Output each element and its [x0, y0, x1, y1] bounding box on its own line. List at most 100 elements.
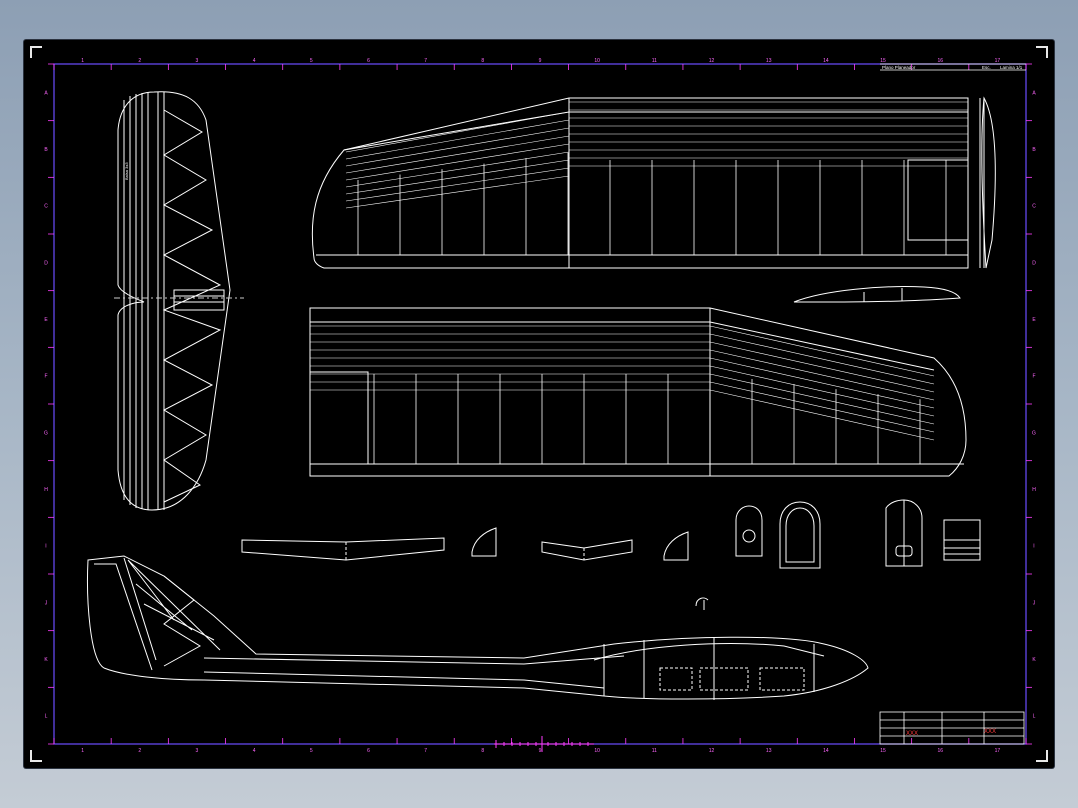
airfoil-outline: [793, 286, 961, 303]
ruler-number: 5: [310, 748, 313, 754]
fin-rib-part-2: [663, 531, 689, 561]
ruler-letter: K: [44, 657, 48, 663]
ruler-letter: F: [1032, 374, 1035, 380]
sheeting-line: [345, 143, 570, 181]
former-f2-inner: [785, 507, 815, 563]
tow-hook: [695, 597, 709, 610]
stabilizer-leading-strips: [123, 92, 149, 510]
sheeting-line: [709, 325, 935, 377]
ruler-number: 16: [937, 58, 943, 64]
ruler-number: 17: [995, 58, 1001, 64]
fuselage-side-view: [87, 555, 869, 700]
ruler-letter: F: [44, 374, 47, 380]
ruler-letter: H: [44, 487, 48, 493]
ruler-number: 8: [481, 58, 484, 64]
fuselage-formers: [603, 638, 815, 700]
wing-top-ribs: [357, 152, 947, 255]
wing-tip-end-view-lines: [979, 98, 985, 268]
ruler-number: 10: [594, 58, 600, 64]
drawing-code: XXX: [906, 731, 918, 737]
wing-top-tip-block: [907, 159, 969, 241]
sheeting-line: [345, 151, 570, 188]
stabilizer-spar: [157, 92, 165, 510]
sheeting-line: [709, 389, 935, 441]
sheeting-line: [345, 175, 570, 209]
cad-crosshair-cursor: [494, 736, 594, 752]
dihedral-gauge-2: [541, 539, 633, 561]
ruler-letter: E: [44, 317, 48, 323]
title-top-right-value: Lamina 1/1: [1000, 65, 1023, 70]
ruler-letter: D: [44, 260, 48, 266]
ruler-letter: A: [1032, 90, 1036, 96]
sheeting-line: [709, 381, 935, 433]
ruler-letter: G: [1032, 430, 1036, 436]
ruler-number: 3: [196, 748, 199, 754]
ruler-number: 1: [81, 748, 84, 754]
ruler-letter: G: [44, 430, 48, 436]
wing-bottom-outline: [309, 307, 967, 477]
ruler-number: 6: [367, 58, 370, 64]
wing-bottom-leading-sheet: [310, 321, 935, 371]
ruler-letter: B: [1032, 147, 1036, 153]
stabilizer-center-joiner: [173, 289, 225, 311]
ruler-number: 9: [539, 748, 542, 754]
top-ruler-ticks: [53, 64, 1027, 744]
ruler-number: 14: [823, 58, 829, 64]
sheeting-line: [345, 119, 570, 160]
ruler-number: 12: [709, 58, 715, 64]
sheeting-line: [709, 365, 935, 417]
top-ruler-numbers: 1122334455667788991010111112121313141415…: [81, 58, 1000, 754]
sheet-code: XXX: [984, 729, 996, 735]
viewport-corner-marker: [1036, 750, 1048, 762]
former-f2: [779, 501, 821, 569]
ruler-number: 14: [823, 748, 829, 754]
sheeting-line: [709, 373, 935, 425]
ballast-box-2: [699, 667, 749, 691]
fuselage-bottom-longeron: [203, 671, 605, 689]
sheeting-line: [709, 341, 935, 393]
fin-ribs: [127, 559, 221, 651]
ruler-number: 12: [709, 748, 715, 754]
airfoil-spars: [863, 288, 903, 302]
wing-top-sheeting-lines: [345, 101, 968, 209]
stabilizer-top-view: Balsa 3x3: [114, 91, 244, 511]
title-top-right-label: Esc.: [982, 65, 991, 70]
title-block: [879, 63, 1026, 745]
ruler-letter: E: [1032, 317, 1036, 323]
ruler-letter: J: [45, 600, 48, 606]
ruler-letter: B: [44, 147, 48, 153]
svg-text:Balsa 3x3: Balsa 3x3: [124, 162, 129, 180]
ruler-letter: A: [44, 90, 48, 96]
wing-bottom-sheeting-lines: [310, 325, 935, 441]
fin-rib-part-1: [471, 527, 497, 557]
sheeting-line: [345, 111, 570, 153]
ruler-letter: L: [45, 714, 48, 720]
viewport-corner-marker: [1036, 46, 1048, 58]
former-f1: [735, 505, 763, 557]
ruler-number: 4: [253, 748, 256, 754]
ruler-number: 1: [81, 58, 84, 64]
stabilizer-outline: [117, 91, 231, 511]
wing-tip-end-view: [981, 96, 996, 269]
dihedral-gauge-1: [241, 537, 445, 561]
former-f3-slot: [895, 545, 913, 557]
wing-bottom-ribs: [373, 374, 921, 464]
sheeting-line: [345, 159, 570, 195]
wing-top-outline: [311, 97, 969, 269]
stabilizer-warren-truss: [162, 109, 222, 503]
sheeting-line: [345, 167, 570, 202]
ruler-number: 2: [138, 748, 141, 754]
ruler-number: 15: [880, 748, 886, 754]
ruler-letter: I: [1033, 544, 1034, 550]
ruler-number: 4: [253, 58, 256, 64]
ruler-letter: C: [1032, 204, 1036, 210]
ruler-number: 6: [367, 748, 370, 754]
sheeting-line: [345, 135, 570, 174]
viewport-corner-marker: [30, 46, 42, 58]
former-f1-hole: [742, 529, 756, 543]
sheeting-line: [709, 333, 935, 385]
title-block-grid: [880, 712, 1024, 744]
ruler-letter: L: [1033, 714, 1036, 720]
